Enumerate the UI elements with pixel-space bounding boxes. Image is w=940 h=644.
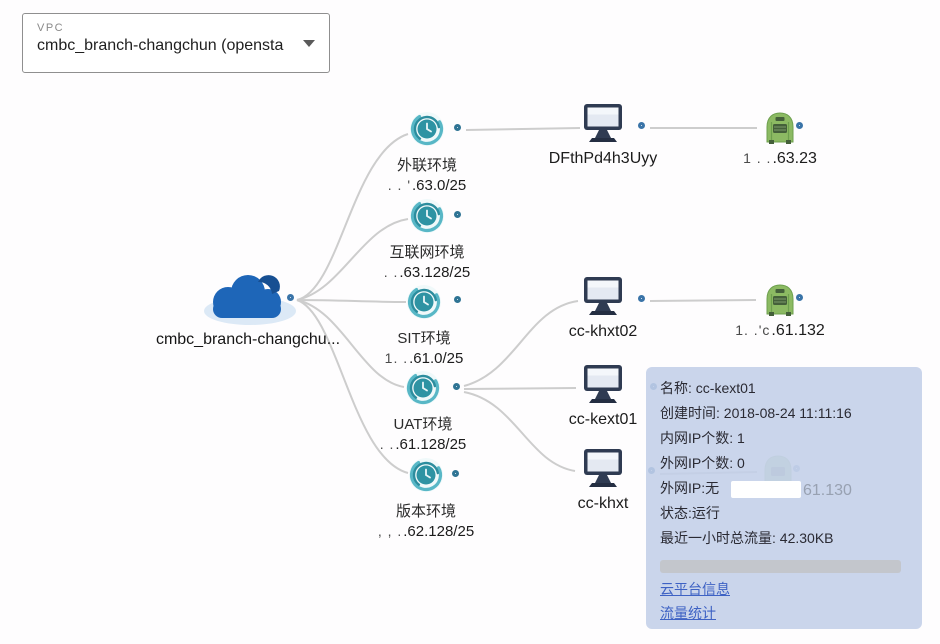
tooltip-traffic-row: 最近一小时总流量: 42.30KB [660, 530, 834, 546]
edge-cloud-hulianwang [296, 218, 409, 301]
edge-cloud-banben [296, 299, 409, 474]
subnet-cidr-value: .63.128/25 [399, 264, 471, 281]
subnet-icon [409, 198, 445, 239]
gateway-icon [761, 283, 799, 321]
vpc-selector[interactable]: VPC cmbc_branch-changchun (opensta [22, 13, 330, 73]
subnet-node-sit[interactable]: SIT环境 1. ..61.0/25 [349, 284, 499, 367]
edge-uat-khxt [463, 391, 576, 472]
subnet-cidr: . . '.63.0/25 [352, 177, 502, 194]
monitor-icon [581, 103, 625, 149]
vm-name: cc-khxt [577, 495, 629, 512]
port-dot-uat [453, 383, 460, 390]
port-dot-cloud [287, 294, 294, 301]
gateway-icon [761, 111, 799, 149]
subnet-cidr-value: .61.128/25 [395, 436, 467, 453]
monitor-icon [581, 364, 625, 410]
vpc-selector-label: VPC [37, 22, 65, 34]
gateway-ip-value: .63.23 [772, 150, 817, 167]
port-dot-banben [452, 470, 459, 477]
subnet-name: 版本环境 [395, 503, 456, 520]
vm-name: DFthPd4h3Uyy [548, 150, 658, 167]
subnet-cidr-value: .62.128/25 [403, 523, 475, 540]
subnet-icon [405, 370, 441, 411]
edge-khxt02-gw2 [649, 299, 757, 302]
gateway-ip-value: .61.132 [771, 322, 825, 339]
gateway-ip: 1 . ..63.23 [705, 150, 855, 168]
edge-cloud-uat [296, 299, 405, 388]
edge-uat-kext01 [463, 387, 577, 390]
subnet-name: 互联网环境 [389, 244, 465, 261]
chevron-down-icon [303, 40, 315, 47]
gateway-ip-faded: 61.130 [731, 481, 852, 500]
port-dot-sit [454, 296, 461, 303]
traffic-stats-link[interactable]: 流量统计 [660, 605, 716, 621]
subnet-node-banben[interactable]: 版本环境 , , ..62.128/25 [351, 457, 501, 540]
cloud-platform-info-link[interactable]: 云平台信息 [660, 581, 730, 597]
subnet-name: SIT环境 [397, 330, 451, 347]
tooltip-created-row: 创建时间: 2018-08-24 11:11:16 [660, 405, 852, 421]
subnet-name: 外联环境 [396, 157, 457, 174]
gateway-node-2[interactable]: 1. .'c.61.132 [705, 283, 855, 340]
subnet-icon [409, 111, 445, 152]
redacted-ip-prefix: 1 . . [743, 150, 772, 166]
tooltip-name-row: 名称: cc-kext01 [660, 380, 756, 396]
tooltip-private-ip-count-row: 内网IP个数: 1 [660, 430, 745, 446]
redacted-ip-prefix: , , . [377, 523, 403, 539]
redaction-blob [731, 481, 801, 498]
vm-node-cc-khxt02[interactable]: cc-khxt02 [528, 276, 678, 341]
subnet-icon [406, 284, 442, 325]
gateway-ip: 1. .'c.61.132 [705, 322, 855, 340]
subnet-cidr: , , ..62.128/25 [351, 523, 501, 540]
subnet-node-uat[interactable]: UAT环境 . ..61.128/25 [348, 370, 498, 453]
gateway-node-1[interactable]: 1 . ..63.23 [705, 111, 855, 168]
vpc-cloud-label: cmbc_branch-changchu... [155, 331, 341, 348]
vm-name: cc-khxt02 [568, 323, 638, 340]
cloud-icon [198, 266, 298, 331]
edge-wailian-vm [465, 127, 581, 131]
subnet-cidr-value: .63.0/25 [412, 177, 467, 194]
subnet-node-hulianwang[interactable]: 互联网环境 . ..63.128/25 [352, 198, 502, 281]
port-dot-gw1 [796, 122, 803, 129]
redacted-ip-prefix: 1. . [384, 350, 409, 366]
tooltip-public-ip-count-row: 外网IP个数: 0 [660, 455, 745, 471]
edge-uat-khxt02 [463, 300, 579, 387]
port-dot-hulianwang [454, 211, 461, 218]
vm-node-cc-kext01[interactable]: cc-kext01 [528, 364, 678, 429]
monitor-icon [581, 448, 625, 494]
subnet-cidr: . ..61.128/25 [348, 436, 498, 453]
edge-cloud-wailian [296, 133, 409, 301]
instance-info-tooltip: 名称: cc-kext01 创建时间: 2018-08-24 11:11:16 … [646, 367, 922, 629]
tooltip-status-row: 状态:运行 [660, 505, 720, 521]
redacted-ip-prefix: . . [383, 264, 399, 280]
monitor-icon [581, 276, 625, 322]
redacted-ip-prefix: 1. .'c [735, 322, 771, 338]
vpc-cloud-node[interactable]: cmbc_branch-changchu... [153, 266, 343, 349]
vpc-selector-value: cmbc_branch-changchun (opensta [37, 37, 284, 54]
tooltip-scrollbar[interactable] [660, 560, 901, 573]
subnet-node-wailian[interactable]: 外联环境 . . '.63.0/25 [352, 111, 502, 194]
tooltip-public-ip-row: 外网IP:无 [660, 480, 720, 496]
redacted-ip-prefix: . . ' [387, 177, 411, 193]
gateway-ip-value: 61.130 [803, 482, 852, 499]
port-dot-gw2 [796, 294, 803, 301]
port-dot-vm1 [638, 122, 645, 129]
port-dot-wailian [454, 124, 461, 131]
port-dot-vm2 [638, 295, 645, 302]
subnet-cidr-value: .61.0/25 [409, 350, 464, 367]
redacted-ip-prefix: . . [379, 436, 395, 452]
subnet-icon [408, 457, 444, 498]
vm-node-dfthpd4h3uyy[interactable]: DFthPd4h3Uyy [528, 103, 678, 168]
vm-name: cc-kext01 [568, 411, 638, 428]
subnet-cidr: 1. ..61.0/25 [349, 350, 499, 367]
vm-node-cc-khxt[interactable]: cc-khxt [528, 448, 678, 513]
subnet-cidr: . ..63.128/25 [352, 264, 502, 281]
subnet-name: UAT环境 [393, 416, 453, 433]
edge-cloud-sit [296, 299, 407, 303]
